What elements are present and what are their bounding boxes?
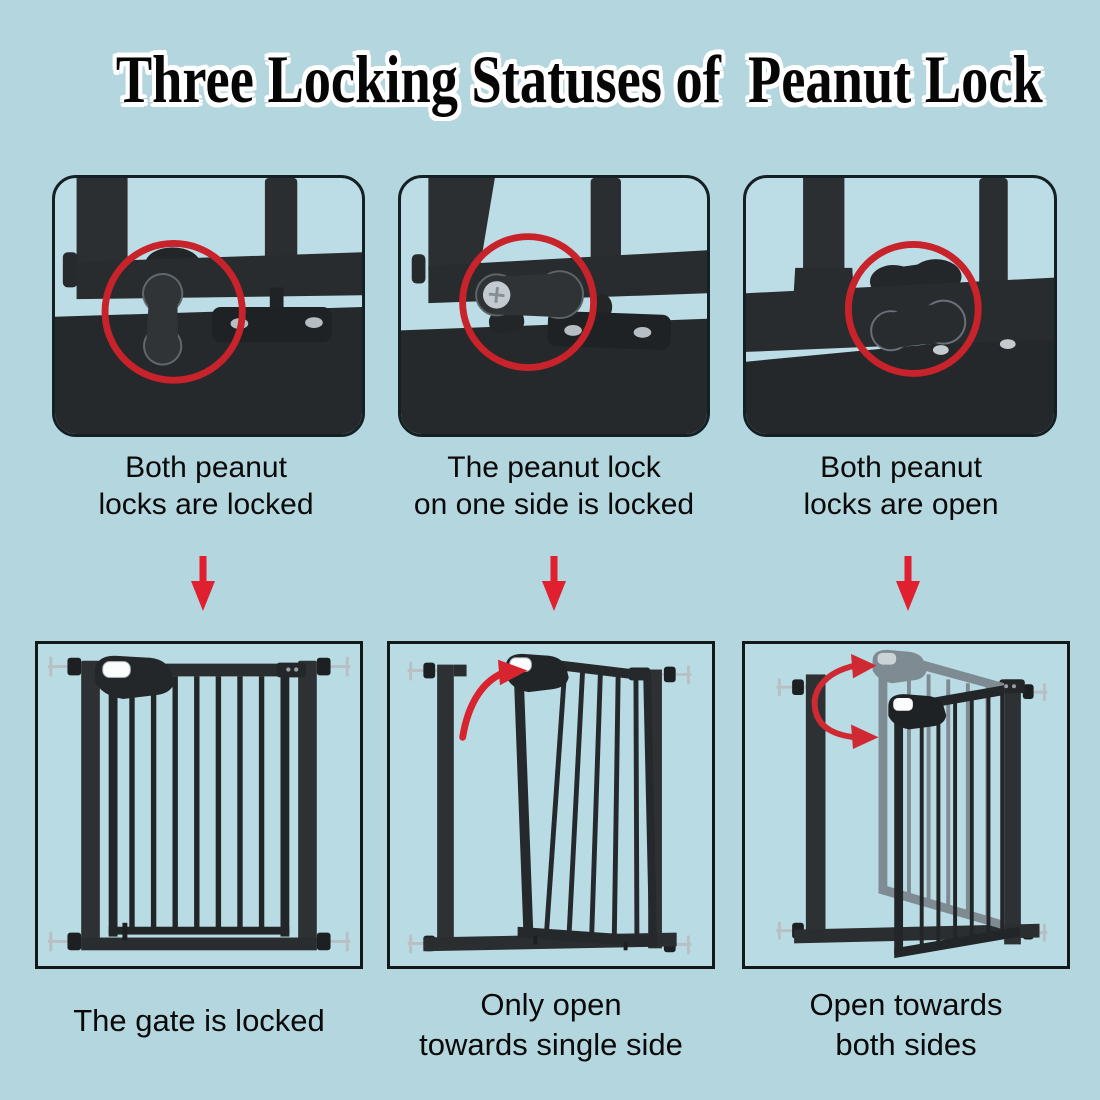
catch-dot: [294, 667, 299, 672]
photo-one-locked-art: [401, 178, 707, 434]
red-circle-highlight: [844, 241, 982, 377]
red-circle-highlight: [459, 233, 598, 371]
post-nub: [411, 254, 426, 284]
gate-caption-locked: The gate is locked: [29, 985, 369, 1041]
red-down-arrow-icon: [896, 556, 920, 611]
left-post: [805, 674, 826, 942]
caption-line: towards single side: [419, 1027, 683, 1062]
red-down-arrow-icon: [191, 556, 215, 611]
page-title: Three Locking Statuses of Peanut Lock: [115, 41, 1043, 117]
catch-dot: [1004, 684, 1009, 689]
gate-post: [264, 178, 298, 272]
peanut-lock-open-outline: [870, 299, 967, 352]
right-post: [1004, 679, 1021, 945]
title-row: Three Locking Statuses of Peanut Lock: [0, 40, 1100, 119]
caption-line: both sides: [835, 1027, 977, 1062]
swung-gate: [513, 658, 658, 951]
caption-line: on one side is locked: [413, 488, 695, 521]
screw-icon: [932, 345, 949, 355]
red-circle-highlight: [101, 240, 246, 384]
red-curved-arrow-icon: [459, 659, 528, 741]
photo-both-locked-art: [55, 178, 362, 434]
gate-bars: [129, 676, 265, 929]
gate-locked-art: [47, 655, 351, 952]
gate-double-open-panel: [742, 641, 1070, 969]
front-gate: [888, 685, 1020, 959]
photo-one-locked: [398, 175, 710, 437]
latch-label: [102, 661, 131, 678]
latch-catch: [276, 662, 307, 678]
latch-pin: [122, 922, 128, 941]
gate-double-open-art: [776, 649, 1048, 959]
caption-line: locks are open: [803, 488, 999, 521]
post-stub: [453, 664, 467, 677]
gate-single-open-art: [407, 653, 692, 955]
caption-line: The gate is locked: [73, 1003, 325, 1038]
red-down-arrow-icon: [542, 556, 566, 611]
photo-both-open: [743, 175, 1057, 437]
photo-both-locked: [52, 175, 365, 437]
gate-caption-double-open: Open towards both sides: [736, 985, 1076, 1065]
left-post: [437, 664, 454, 949]
gate-stile: [280, 676, 290, 937]
screw-icon: [633, 327, 652, 338]
bottom-rail: [81, 937, 317, 951]
photo-both-open-art: [746, 178, 1054, 434]
caption-line: Both peanut: [820, 451, 982, 484]
caption-line: Open towards: [809, 987, 1003, 1022]
left-post: [81, 660, 100, 950]
caption-line: locks are locked: [98, 488, 314, 521]
right-post: [298, 660, 317, 950]
bolt-knobs: [67, 657, 331, 951]
lock-caption-both-open: Both peanut locks are open: [726, 449, 1076, 523]
catch-dot: [1012, 684, 1016, 689]
gate-stile: [108, 676, 118, 937]
screw-icon: [999, 339, 1016, 349]
gate-post: [590, 178, 621, 268]
post-nub: [62, 252, 78, 288]
gate-single-open-panel: [387, 641, 715, 969]
catch-dot: [286, 667, 291, 672]
lock-caption-both-locked: Both peanut locks are locked: [31, 449, 381, 523]
caption-line: Only open: [480, 987, 622, 1022]
peanut-lock-horizontal: [475, 270, 585, 320]
bottom-rail: [746, 332, 1054, 434]
gate-locked-panel: [35, 641, 363, 969]
screw-icon: [305, 317, 323, 328]
tension-bolts: [47, 656, 351, 952]
gate-post: [979, 178, 1008, 286]
gate-post: [428, 178, 495, 272]
lock-caption-one-locked: The peanut lock on one side is locked: [379, 449, 729, 523]
caption-line: Both peanut: [125, 451, 287, 484]
tension-bolts: [407, 661, 692, 955]
gate-bottom-rail: [108, 926, 290, 935]
peanut-lock-vertical: [142, 273, 184, 366]
screw-icon: [564, 325, 582, 336]
caption-line: The peanut lock: [447, 451, 661, 484]
bracket-link: [269, 287, 284, 311]
gate-caption-single-open: Only open towards single side: [381, 985, 721, 1065]
red-double-curved-arrow-icon: [811, 653, 879, 750]
